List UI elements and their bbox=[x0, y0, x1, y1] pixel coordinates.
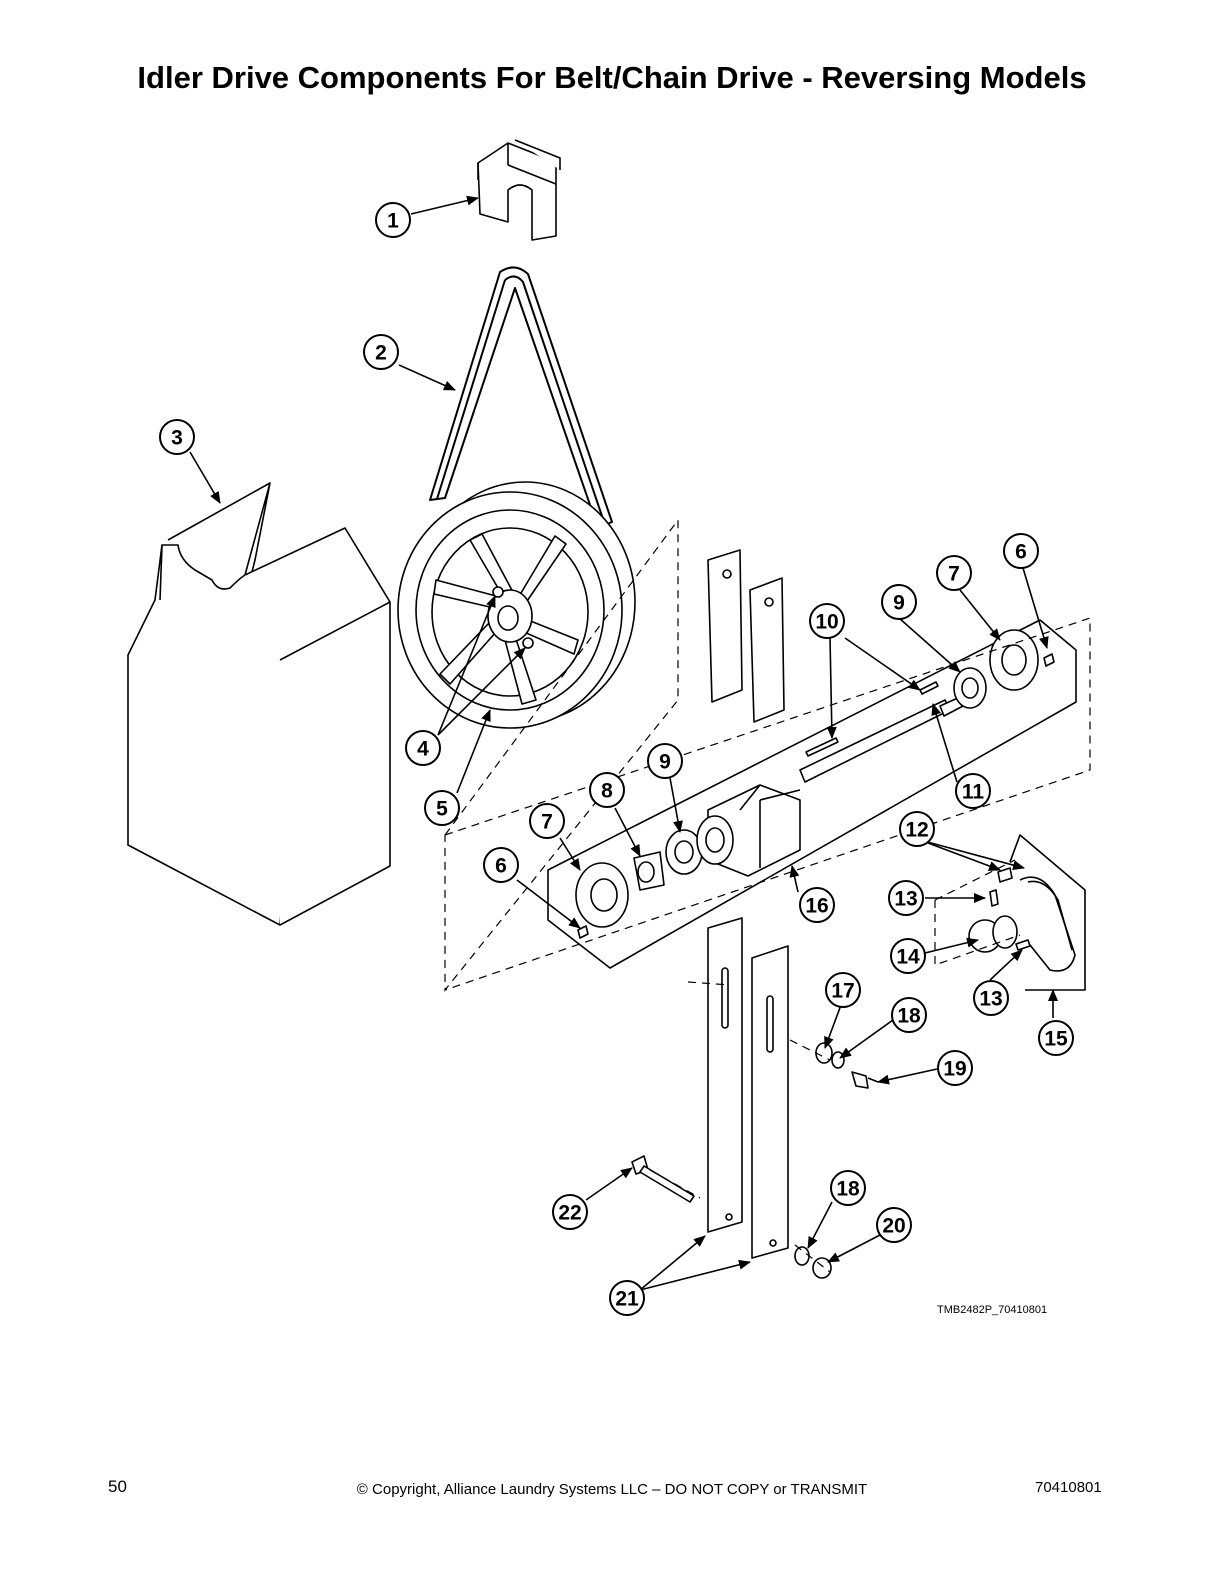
callout-4 bbox=[405, 730, 441, 766]
callout-7 bbox=[529, 803, 565, 839]
callout-label: 1 bbox=[387, 210, 399, 233]
callout-label: 18 bbox=[897, 1005, 921, 1028]
callout-label: 7 bbox=[541, 811, 553, 834]
chain-link bbox=[989, 867, 1031, 951]
callout-label: 15 bbox=[1044, 1028, 1068, 1051]
callout-label: 10 bbox=[815, 611, 838, 634]
callout-21 bbox=[609, 1280, 645, 1316]
chain-outline bbox=[934, 859, 1021, 966]
chain-box bbox=[1009, 834, 1086, 991]
belt-guard-housing bbox=[127, 482, 391, 926]
assembly-outline bbox=[444, 518, 679, 992]
callout-14 bbox=[890, 938, 926, 974]
callout-label: 9 bbox=[893, 592, 905, 615]
callout-19 bbox=[937, 1050, 973, 1086]
v-belt bbox=[429, 266, 613, 529]
belt-guard-bracket bbox=[477, 139, 561, 241]
callout-label: 16 bbox=[805, 895, 828, 918]
callout-label: 19 bbox=[943, 1058, 966, 1081]
callout-label: 9 bbox=[659, 751, 671, 774]
idler-shaft bbox=[799, 696, 964, 783]
callout-label: 7 bbox=[948, 563, 960, 586]
callout-label: 13 bbox=[894, 888, 917, 911]
locking-collar bbox=[633, 851, 665, 891]
alignment-line bbox=[649, 981, 831, 1273]
callout-6 bbox=[483, 847, 519, 883]
callout-15 bbox=[1038, 1020, 1074, 1056]
callout-label: 3 bbox=[171, 427, 183, 450]
callout-18 bbox=[830, 1170, 866, 1206]
page-title: Idler Drive Components For Belt/Chain Dr… bbox=[137, 60, 1087, 95]
callout-5 bbox=[424, 790, 460, 826]
callout-10 bbox=[809, 603, 845, 639]
callout-label: 5 bbox=[436, 798, 448, 821]
callout-18 bbox=[891, 997, 927, 1033]
callout-label: 20 bbox=[882, 1215, 905, 1238]
washer bbox=[794, 1042, 845, 1266]
callout-label: 12 bbox=[905, 819, 928, 842]
sheave-pulley bbox=[397, 481, 636, 729]
callout-9 bbox=[647, 743, 683, 779]
callout-label: 17 bbox=[831, 980, 854, 1003]
callout-label: 13 bbox=[979, 988, 1002, 1011]
callout-8 bbox=[589, 772, 625, 808]
bearing-flange-right bbox=[989, 629, 1039, 691]
flange-bolt bbox=[577, 653, 1055, 939]
callout-1 bbox=[375, 202, 411, 238]
callout-9 bbox=[881, 584, 917, 620]
idler-mounting-bar-lower bbox=[707, 917, 789, 1259]
sprocket bbox=[968, 915, 1018, 953]
bearing-left bbox=[665, 829, 703, 875]
page-number: 50 bbox=[108, 1477, 127, 1496]
callout-label: 22 bbox=[558, 1202, 581, 1225]
callout-13 bbox=[888, 880, 924, 916]
hex-bolt bbox=[851, 1071, 879, 1089]
callout-16 bbox=[799, 887, 835, 923]
callout-label: 14 bbox=[896, 946, 920, 969]
figure-id: TMB2482P_70410801 bbox=[937, 1304, 1047, 1316]
callout-label: 6 bbox=[1015, 541, 1027, 564]
document-number: 70410801 bbox=[1035, 1479, 1102, 1496]
callout-22 bbox=[552, 1194, 588, 1230]
callout-13 bbox=[973, 980, 1009, 1016]
callout-2 bbox=[363, 334, 399, 370]
copyright-notice: © Copyright, Alliance Laundry Systems LL… bbox=[356, 1481, 868, 1498]
idler-housing-block bbox=[696, 784, 801, 877]
drive-chain bbox=[1019, 876, 1076, 972]
callout-17 bbox=[825, 972, 861, 1008]
bearing-flange-left bbox=[575, 862, 629, 928]
callout-7 bbox=[936, 555, 972, 591]
callout-label: 2 bbox=[375, 342, 387, 365]
assembly-outline bbox=[444, 617, 1091, 991]
shaft-key bbox=[805, 681, 939, 757]
callout-label: 8 bbox=[601, 780, 613, 803]
callout-3 bbox=[159, 419, 195, 455]
long-bolt bbox=[631, 1155, 695, 1203]
callout-label: 21 bbox=[615, 1288, 639, 1311]
callout-label: 4 bbox=[417, 738, 429, 761]
callout-label: 18 bbox=[836, 1178, 860, 1201]
callout-label: 11 bbox=[962, 781, 985, 804]
bearing-right bbox=[953, 667, 987, 709]
callout-label: 6 bbox=[495, 855, 507, 878]
callout-12 bbox=[899, 811, 935, 847]
callout-20 bbox=[876, 1207, 912, 1243]
callout-6 bbox=[1003, 533, 1039, 569]
callout-11 bbox=[955, 773, 991, 809]
idler-mounting-bar-upper bbox=[707, 549, 785, 723]
